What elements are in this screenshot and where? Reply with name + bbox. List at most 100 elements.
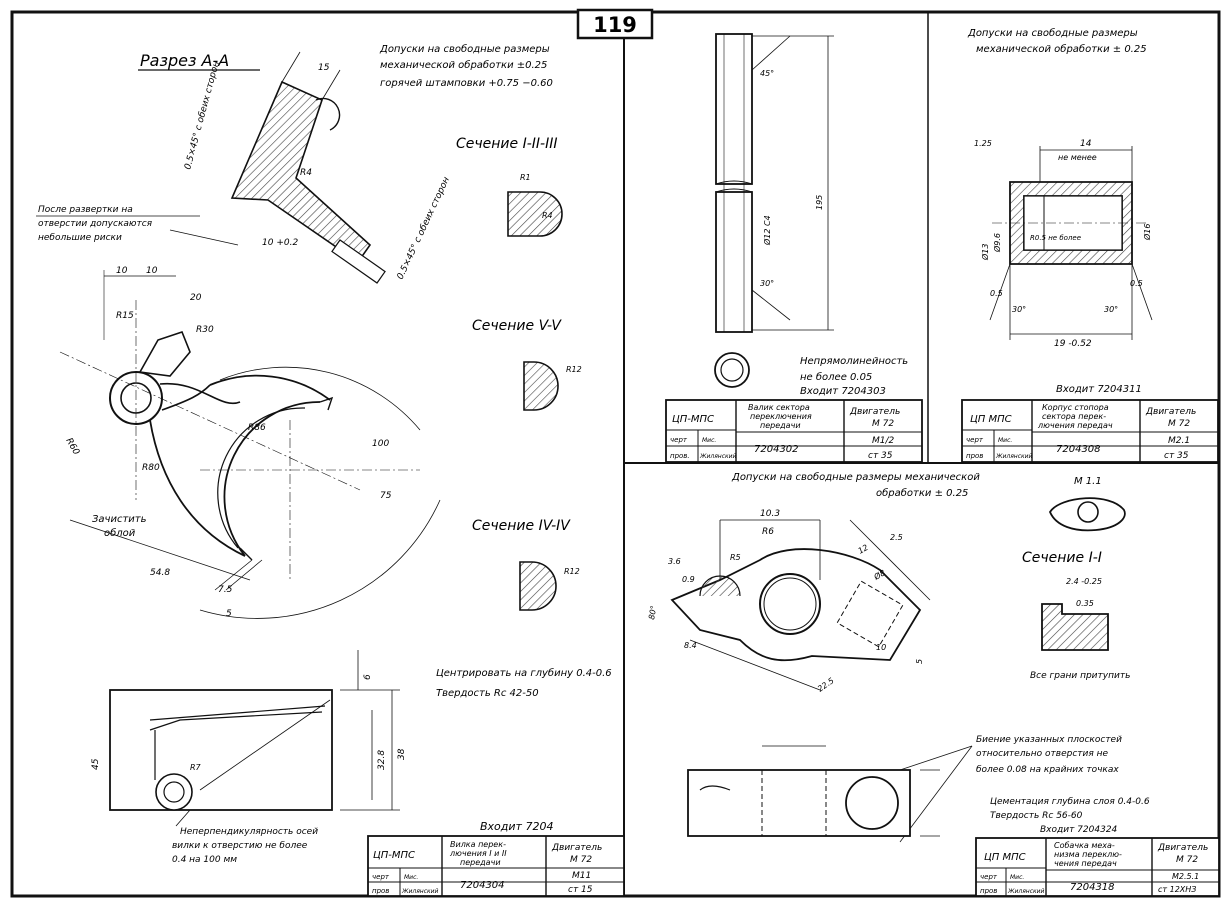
sheet1-fork-drawing: Разрез А-А Допуски на свободные размеры …: [36, 43, 625, 897]
sheet1-tolerance-line3: горячей штамповки +0.75 −0.60: [380, 78, 553, 89]
sheet3-tolerance-line2: механической обработки ± 0.25: [976, 43, 1147, 55]
sheet4-tb-engine2: М 72: [1176, 855, 1198, 865]
dim-30deg: 30°: [760, 279, 774, 288]
dim-38: 38: [397, 748, 407, 760]
sheet3-tb-engine1: Двигатель: [1145, 407, 1196, 417]
dim-45deg: 45°: [760, 69, 774, 78]
dim-0-9: 0.9: [682, 575, 695, 584]
dim-30a: 30°: [1012, 305, 1026, 314]
dim-r7: R7: [190, 763, 202, 772]
sheet1-tb-sign2: Жилянский: [401, 888, 439, 895]
dim-r60: R60: [63, 437, 81, 458]
m11-label: М 1.1: [1074, 476, 1102, 487]
sheet1-tb-org: ЦП-МПС: [373, 850, 415, 861]
chamfer-note-top: 0.5×45° с обеих сторон: [183, 60, 222, 171]
sheet1-tolerance-line2: механической обработки ±0.25: [380, 59, 547, 71]
sheet3-tb-sign1: Мис.: [998, 437, 1012, 444]
page-number: 119: [593, 13, 637, 37]
sheet1-tb-name3: передачи: [460, 858, 501, 867]
dull-note: Все грани притупить: [1030, 671, 1130, 681]
dim-32-8: 32.8: [377, 750, 387, 770]
sheet4-pawl-drawing: Допуски на свободные размеры механическо…: [647, 471, 1220, 897]
sheet4-tb-row2: пров: [980, 887, 997, 895]
sheet2-tb-engine2: М 72: [872, 419, 894, 429]
runout-line2: относительно отверстия не: [976, 749, 1109, 759]
sheet4-tb-row1: черт: [980, 873, 998, 881]
dim-r80: R80: [142, 463, 160, 473]
dim-2-5: 2.5: [890, 533, 903, 542]
sheet2-tb-name3: передачи: [760, 421, 801, 430]
fork-arc-outer: [209, 374, 331, 401]
sheet3-tolerance-line1: Допуски на свободные размеры: [967, 27, 1138, 39]
center-note: Центрировать на глубину 0.4-0.6: [436, 667, 612, 679]
section-4-4-title: Сечение IV-IV: [472, 518, 571, 534]
sheet1-tb-name2: лючения I и II: [449, 849, 507, 858]
sheet4-tb-sign1: Мис.: [1010, 874, 1024, 881]
dim-0-5b: 0.5: [1130, 279, 1143, 288]
sheet4-tb-sheet: М2.5.1: [1172, 872, 1199, 881]
dim-20: 20: [190, 293, 202, 303]
dim-45: 45: [91, 758, 101, 770]
hardness-note: Твердость Rc 42-50: [436, 688, 539, 699]
dim-3-6: 3.6: [668, 557, 681, 566]
dim-15: 15: [318, 63, 330, 73]
section-5-5-title: Сечение V-V: [472, 318, 562, 334]
sheet4-tb-org: ЦП МПС: [984, 852, 1026, 863]
dim-d9-6: Ø9.6: [992, 233, 1002, 253]
clean-note-line1: Зачистить: [92, 514, 147, 525]
sheet1-tb-engine1: Двигатель: [551, 843, 602, 853]
dim-8-4: 8.4: [684, 641, 697, 650]
sheet3-tb-material: ст 35: [1164, 451, 1189, 461]
sheet2-tb-engine1: Двигатель: [849, 407, 900, 417]
dim-14: 14: [1080, 139, 1092, 149]
dim-r4: R4: [300, 168, 312, 178]
dim-30b: 30°: [1104, 305, 1118, 314]
sheet3-tb-org: ЦП МПС: [970, 414, 1012, 425]
section-aa-profile: [230, 80, 372, 264]
dim-2-4: 2.4 -0.25: [1066, 577, 1102, 586]
section-1-2-3-shape: [507, 191, 563, 237]
runout-line3: более 0.08 на крайних точках: [976, 765, 1119, 775]
sheet2-tb-sheet: М1/2: [872, 436, 895, 446]
sheet4-tb-name2: низма переклю-: [1054, 850, 1122, 859]
perp-note-line2: вилки к отверстию не более: [172, 841, 308, 851]
sheet3-tb-number: 7204308: [1056, 444, 1101, 455]
sheet3-tb-name1: Корпус стопора: [1042, 403, 1109, 412]
dim-d12: Ø12 C4: [762, 215, 772, 246]
sheet1-tb-row1: черт: [372, 873, 390, 881]
dim-1-25: 1.25: [974, 139, 992, 148]
clean-note-line2: облой: [104, 527, 136, 539]
section-1-2-3-title: Сечение I-II-III: [456, 136, 557, 152]
sheet1-tb-row2: пров: [372, 887, 389, 895]
sheet1-tb-material: ст 15: [568, 885, 593, 895]
sheet1-title-block: [367, 835, 625, 897]
fork-arc-large: [219, 366, 421, 431]
risks-note-line2: отверстии допускаются: [38, 219, 153, 229]
sheet2-tb-material: ст 35: [868, 451, 893, 461]
dim-100: 100: [372, 439, 389, 449]
dim-r0-5: R0.5 не более: [1030, 234, 1081, 242]
dim-195: 195: [815, 195, 824, 210]
sheet3-tb-sheet: М2.1: [1168, 436, 1190, 446]
cementation-note: Цементация глубина слоя 0.4-0.6: [990, 797, 1150, 807]
sheet2-perp-line2: не более 0.05: [800, 371, 872, 383]
dim-r6: R6: [762, 527, 774, 537]
dim-10p: 10: [876, 643, 886, 652]
fork-side-view: [109, 650, 400, 811]
runout-line1: Биение указанных плоскостей: [976, 735, 1122, 745]
sheet1-enters: Входит 7204: [480, 820, 553, 833]
section-5-5-shape: [523, 361, 559, 411]
sheet1-tolerance-line1: Допуски на свободные размеры: [379, 43, 550, 55]
dim-r4b: R4: [542, 211, 553, 220]
dim-d16: Ø16: [1142, 224, 1152, 241]
sheet1-tb-number: 7204304: [460, 880, 505, 891]
sheet3-tb-name2: сектора перек-: [1042, 412, 1106, 421]
page-number-box: [576, 8, 654, 40]
sheet2-shaft-drawing: 195 Ø12 C4 30° 45° Непрямолинейность не …: [665, 33, 923, 463]
dim-r86: R86: [248, 423, 266, 433]
dim-r5: R5: [730, 553, 741, 562]
sheet4-hardness: Твердость Rc 56-60: [990, 811, 1083, 821]
sheet2-tb-name2: переключения: [750, 412, 812, 421]
dim-80deg: 80°: [647, 605, 658, 621]
dim-10b: 10: [146, 266, 158, 276]
